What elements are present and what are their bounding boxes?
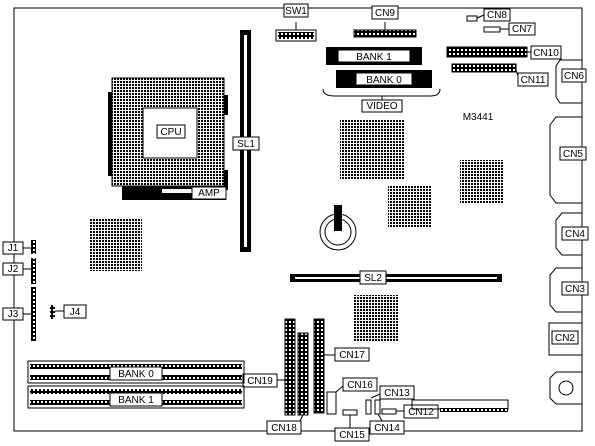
cn15-connector: CN15 xyxy=(334,409,370,442)
cn17-label-group: CN17 xyxy=(324,347,370,362)
sl1-slot: SL1 xyxy=(232,30,260,252)
cn9-connector: CN9 xyxy=(353,5,417,38)
label-cn14: CN14 xyxy=(374,423,400,434)
cn18-header xyxy=(297,332,309,416)
j4-jumper: J4 xyxy=(50,304,87,319)
label-cn3: CN3 xyxy=(565,284,585,295)
cn12-connector: CN12 xyxy=(381,399,509,419)
cpu-socket: CPU AMP xyxy=(108,77,228,200)
label-j3: J3 xyxy=(8,309,19,320)
label-video: VIDEO xyxy=(366,101,397,112)
label-j4: J4 xyxy=(70,307,81,318)
label-bank0-top: BANK 0 xyxy=(366,75,402,86)
cn6-connector: CN6 xyxy=(555,59,587,104)
cn8-connector: CN8 xyxy=(466,8,511,22)
label-cn9: CN9 xyxy=(375,8,395,19)
cn18-label-group: CN18 xyxy=(266,414,304,435)
cn2-connector: CN2 xyxy=(548,322,583,356)
cn7-connector: CN7 xyxy=(483,22,536,36)
chip-north-bridge xyxy=(340,120,404,180)
cn17-header xyxy=(313,318,325,414)
cn5-connector: CN5 xyxy=(549,116,587,204)
battery xyxy=(319,205,357,251)
label-cpu: CPU xyxy=(160,127,181,138)
cn10-connector: CN10 xyxy=(446,45,562,60)
ps2-connector xyxy=(549,371,582,405)
label-bank0-bottom: BANK 0 xyxy=(118,369,154,380)
label-sw1: SW1 xyxy=(285,6,307,17)
label-cn5: CN5 xyxy=(563,149,583,160)
cn4-connector: CN4 xyxy=(555,212,589,256)
board-model: M3441 xyxy=(463,112,494,123)
cn11-connector: CN11 xyxy=(451,63,549,87)
label-cn10: CN10 xyxy=(533,48,559,59)
label-sl1: SL1 xyxy=(237,139,255,150)
dimm-bank-0: BANK 0 xyxy=(27,360,245,384)
chip-bottom xyxy=(353,295,399,341)
label-cn8: CN8 xyxy=(487,10,507,21)
label-j1: J1 xyxy=(8,243,19,254)
chip-left xyxy=(90,219,142,271)
video-bank-1: BANK 1 xyxy=(326,47,422,65)
cn16-connector: CN16 xyxy=(326,377,378,415)
j2-jumper: J2 xyxy=(2,258,36,284)
label-cn7: CN7 xyxy=(512,24,532,35)
label-bank1-bottom: BANK 1 xyxy=(118,395,154,406)
label-amp: AMP xyxy=(198,188,220,199)
label-cn19: CN19 xyxy=(247,376,273,387)
sl2-slot: SL2 xyxy=(290,270,502,285)
cn3-connector: CN3 xyxy=(549,267,589,313)
cn19-label-group: CN19 xyxy=(242,373,285,388)
cn19-header xyxy=(284,318,296,416)
label-cn17: CN17 xyxy=(339,350,365,361)
label-cn15: CN15 xyxy=(339,430,365,441)
label-j2: J2 xyxy=(8,264,19,275)
j1-jumper: J1 xyxy=(2,240,36,255)
label-cn13: CN13 xyxy=(384,388,410,399)
sw1-switch: SW1 xyxy=(275,3,317,42)
label-bank1-top: BANK 1 xyxy=(356,52,392,63)
label-cn6: CN6 xyxy=(564,71,584,82)
j3-jumper: J3 xyxy=(2,287,36,341)
chip-center xyxy=(388,185,432,227)
video-bank-0: BANK 0 xyxy=(336,70,432,88)
label-sl2: SL2 xyxy=(364,273,382,284)
label-cn18: CN18 xyxy=(271,423,297,434)
dimm-bank-1: BANK 1 xyxy=(27,385,245,409)
label-cn2: CN2 xyxy=(555,333,575,344)
label-cn4: CN4 xyxy=(565,229,585,240)
video-label-group: VIDEO xyxy=(322,88,441,113)
label-cn11: CN11 xyxy=(521,75,546,86)
label-cn16: CN16 xyxy=(347,380,373,391)
cn14-connector: CN14 xyxy=(369,399,405,435)
chip-right xyxy=(460,160,504,204)
cn13-connector: CN13 xyxy=(365,385,415,415)
label-cn12: CN12 xyxy=(408,407,434,418)
